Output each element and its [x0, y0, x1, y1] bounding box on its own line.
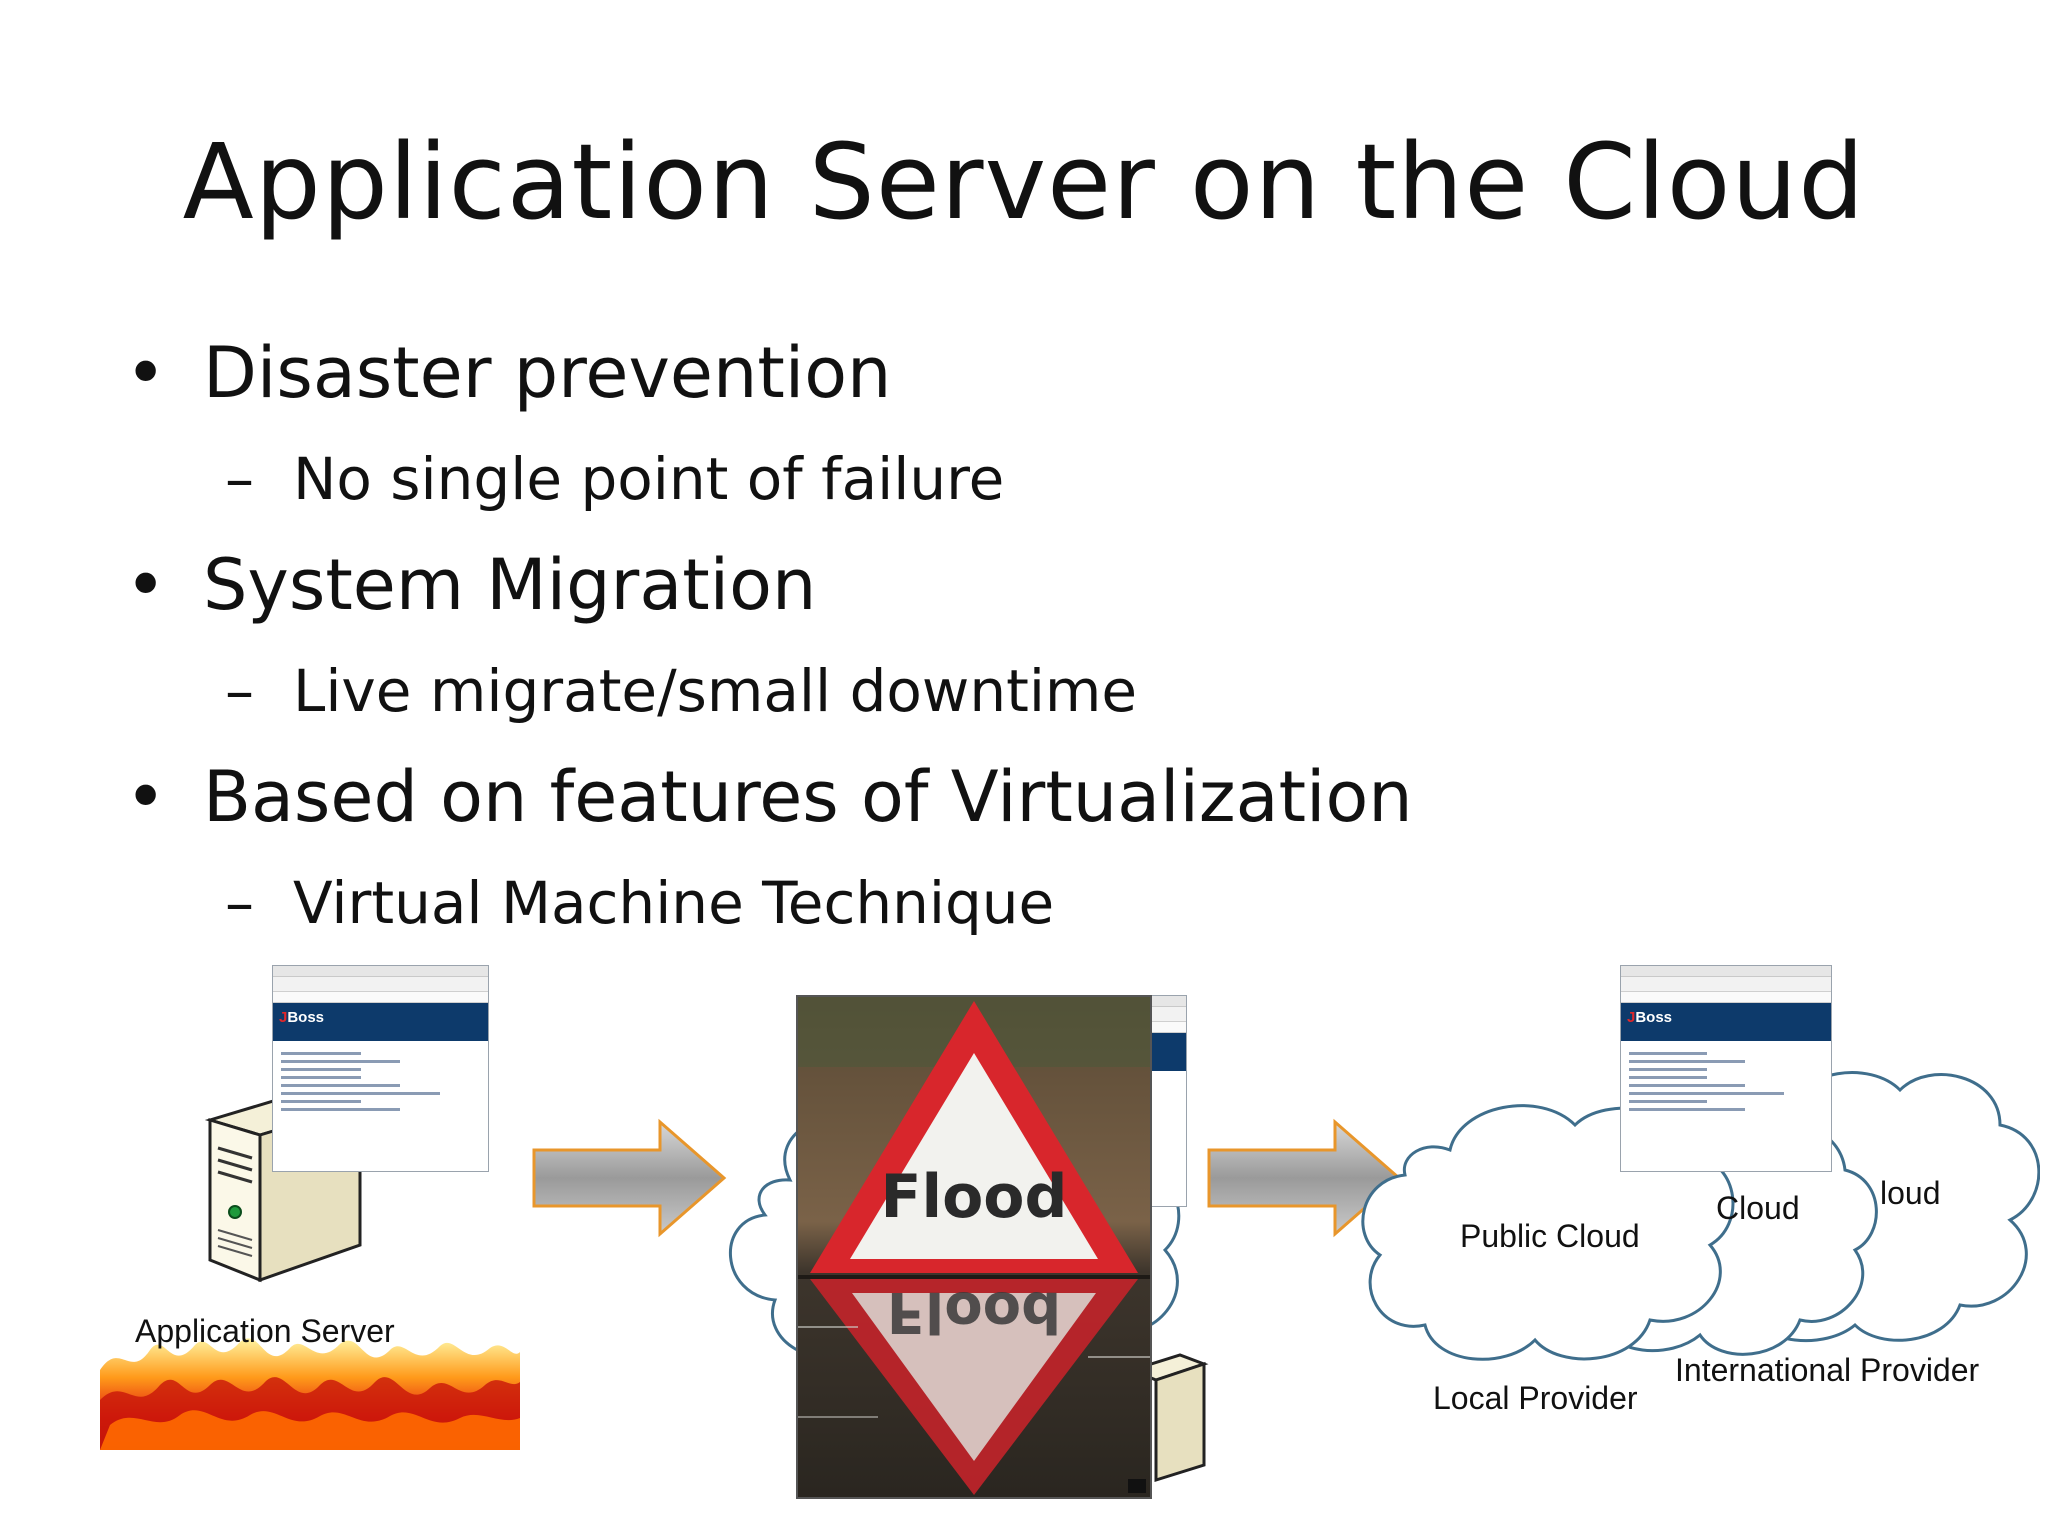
arrow-right-icon: [532, 1118, 727, 1238]
browser-content: [273, 1041, 488, 1122]
sub-bullet-item: – Live migrate/small downtime: [125, 638, 1925, 744]
sub-bullet-symbol: –: [225, 445, 254, 513]
jboss-logo: JBoss: [279, 1009, 325, 1026]
sub-bullet-symbol: –: [225, 869, 254, 937]
public-cloud-label: Public Cloud: [1460, 1218, 1640, 1254]
browser-window: JBoss: [1620, 965, 1832, 1172]
sub-bullet-item: – No single point of failure: [125, 426, 1925, 532]
browser-toolbar: [273, 977, 488, 992]
browser-urlbar: [273, 992, 488, 1003]
bullet-text: System Migration: [203, 544, 817, 626]
bullet-symbol: •: [125, 544, 167, 626]
sub-bullet-text: Virtual Machine Technique: [293, 869, 1055, 937]
sub-bullet-symbol: –: [225, 657, 254, 725]
browser-banner: JBoss: [273, 1003, 488, 1041]
fire-image: [100, 1338, 520, 1450]
flood-sign-reflection: Flood: [886, 1279, 1062, 1344]
middle-cloud-label: Cloud: [1716, 1190, 1800, 1226]
flood-warning-sign-icon: [798, 997, 1150, 1497]
sub-bullet-text: No single point of failure: [293, 445, 1005, 513]
browser-menubar: [273, 966, 488, 977]
bullet-item: • Based on features of Virtualization: [125, 744, 1925, 850]
bullet-symbol: •: [125, 332, 167, 414]
local-provider-label: Local Provider: [1433, 1380, 1638, 1416]
flood-sign-text: Flood: [880, 1162, 1068, 1232]
bullet-symbol: •: [125, 756, 167, 838]
bullet-item: • Disaster prevention: [125, 320, 1925, 426]
bullet-item: • System Migration: [125, 532, 1925, 638]
flood-sign-photo: Flood Flood: [796, 995, 1152, 1499]
jboss-logo: JBoss: [1627, 1009, 1673, 1026]
bullet-list: • Disaster prevention – No single point …: [125, 320, 1925, 956]
sub-bullet-item: – Virtual Machine Technique: [125, 850, 1925, 956]
slide-title: Application Server on the Cloud: [182, 121, 1866, 243]
sub-bullet-text: Live migrate/small downtime: [293, 657, 1138, 725]
international-provider-label: International Provider: [1675, 1352, 1980, 1388]
bullet-text: Based on features of Virtualization: [203, 756, 1413, 838]
bullet-text: Disaster prevention: [203, 332, 892, 414]
server-label: Application Server: [135, 1313, 395, 1349]
back-cloud-label: loud: [1880, 1175, 1941, 1211]
browser-window: JBoss: [272, 965, 489, 1172]
